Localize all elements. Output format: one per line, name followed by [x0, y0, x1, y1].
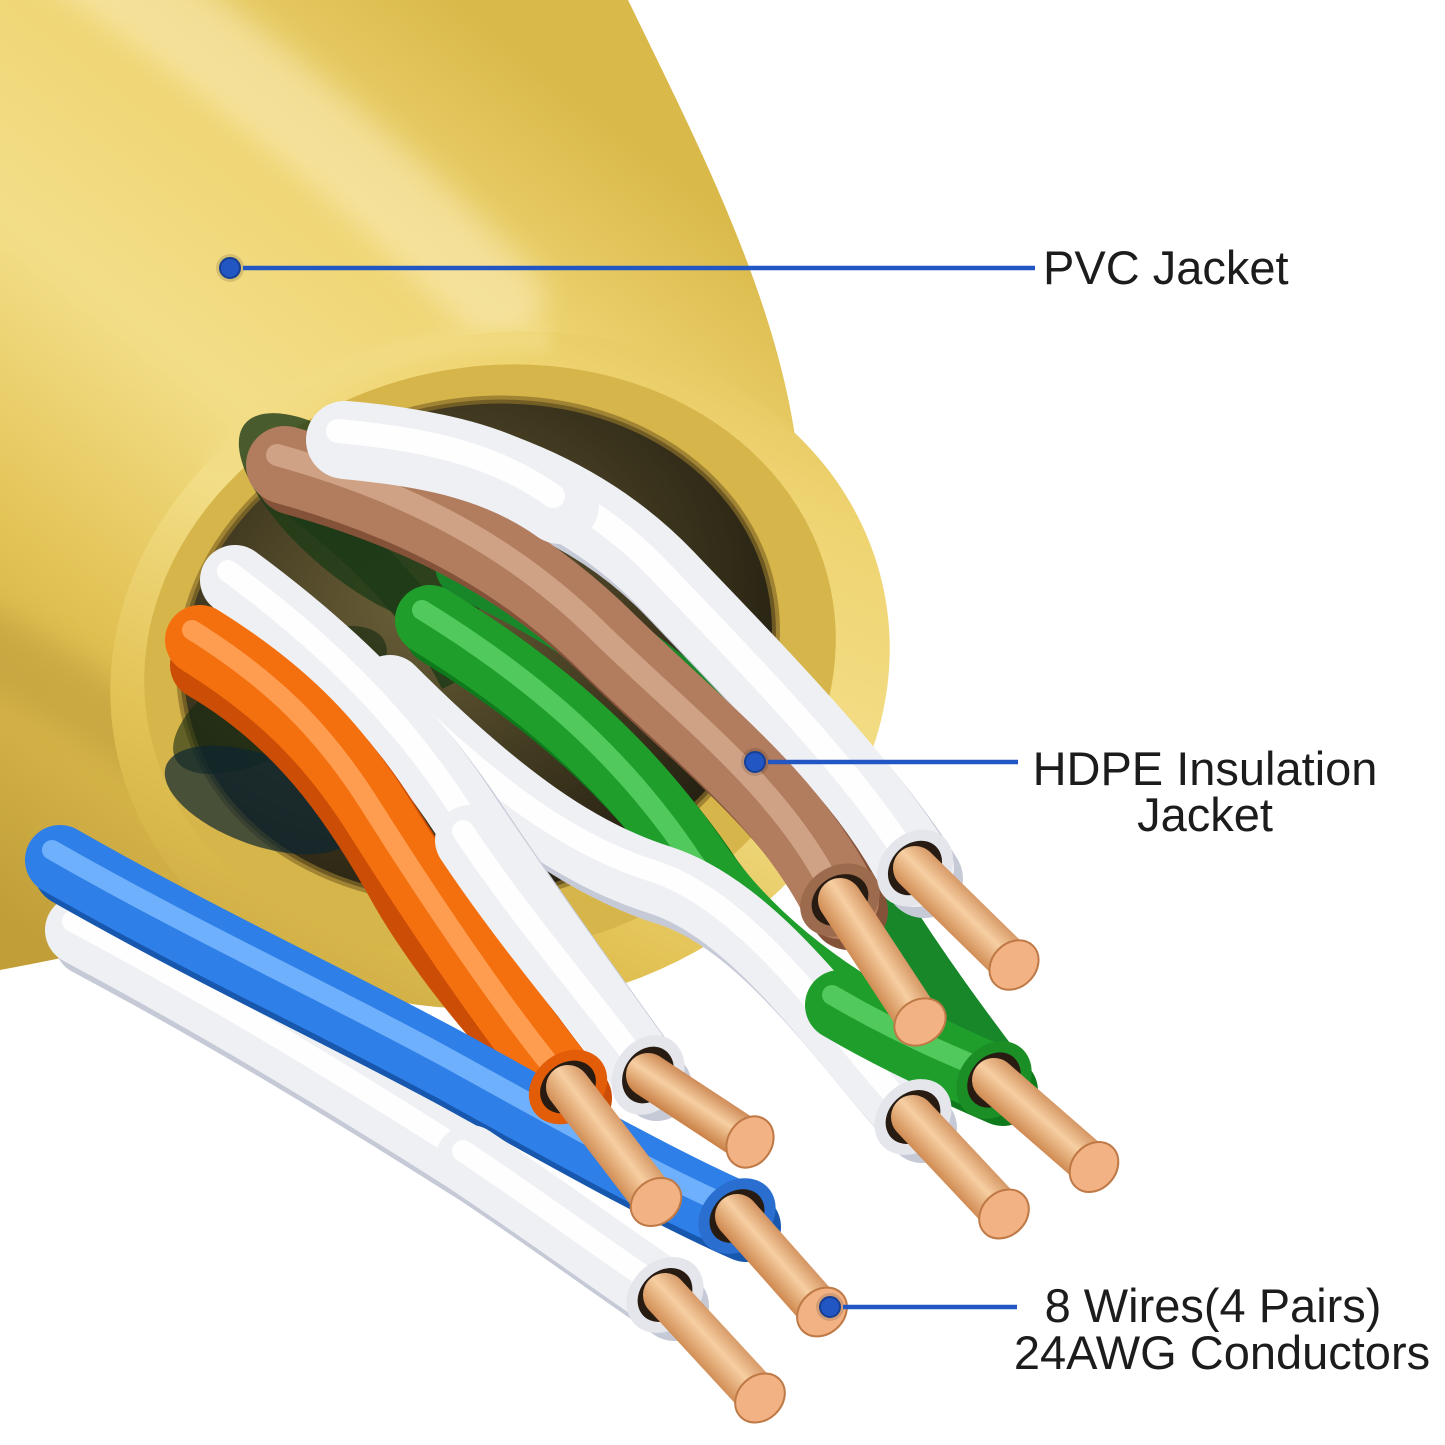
callout-label-wires-line1: 8 Wires(4 Pairs)	[1045, 1279, 1382, 1332]
jacket-highlight-band	[68, 0, 545, 345]
callout-dot	[219, 257, 241, 279]
white-wire-over-twist	[306, 401, 599, 544]
callout-label-hdpe-line1: HDPE Insulation	[1033, 742, 1378, 795]
callout-label-wires-line2: 24AWG Conductors	[1014, 1326, 1430, 1379]
copper-conductor-tips	[528, 829, 1120, 1424]
conductor-tip-white-green	[874, 1079, 1030, 1240]
callout-dot	[744, 751, 766, 773]
conductor-tip-green	[956, 1041, 1120, 1193]
conductor-tip-brown	[800, 863, 947, 1047]
conductor-tip-white-blue	[626, 1257, 786, 1424]
callout-label-hdpe-line2: Jacket	[1137, 788, 1273, 841]
callout-hdpe-insulation: HDPE Insulation Jacket	[741, 742, 1377, 841]
conductor-tip-white-brown	[876, 829, 1040, 991]
callout-label-pvc: PVC Jacket	[1043, 241, 1289, 294]
callout-pvc-jacket: PVC Jacket	[216, 241, 1289, 294]
twisted-pair-brown	[277, 401, 924, 911]
conductor-tip-orange	[528, 1049, 683, 1228]
conductor-tip-white-orange	[611, 1035, 775, 1169]
callout-dot	[819, 1296, 841, 1318]
callout-8-wires: 8 Wires(4 Pairs) 24AWG Conductors	[816, 1279, 1430, 1379]
